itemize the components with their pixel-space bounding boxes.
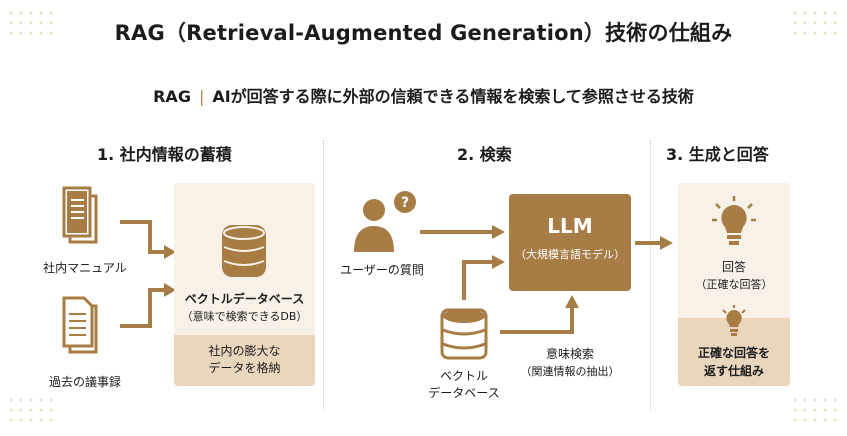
vector-database-icon <box>440 308 488 360</box>
dot-pattern-top-left <box>6 8 56 38</box>
section-heading-generation: 3. 生成と回答 <box>666 145 769 164</box>
llm-box: LLM （大規模言語モデル） <box>509 194 631 291</box>
semantic-search-label-line1: 意味検索 <box>545 347 594 361</box>
doc-label-manual: 社内マニュアル <box>43 261 127 275</box>
semantic-search-label-line2: （関連情報の抽出） <box>520 365 620 378</box>
divider-2 <box>650 140 651 410</box>
lightbulb-small-icon <box>722 305 746 336</box>
divider-1 <box>323 140 324 410</box>
doc-label-minutes: 過去の議事録 <box>48 375 121 389</box>
document-icon-manual <box>62 186 98 244</box>
section-heading-storage: 1. 社内情報の蓄積 <box>97 145 232 164</box>
dot-pattern-bottom-left <box>6 395 56 425</box>
lightbulb-icon <box>712 196 756 245</box>
document-icon-minutes <box>62 296 98 354</box>
db-panel-footer <box>174 335 315 386</box>
svg-text:?: ? <box>401 195 409 211</box>
vector-db-label-line1: ベクトル <box>439 369 488 383</box>
db-subtitle: （意味で検索できるDB） <box>181 310 308 323</box>
answer-label-line1: 回答 <box>721 260 746 274</box>
page-title: RAG（Retrieval-Augmented Generation）技術の仕組… <box>114 21 733 45</box>
answer-label-line2: （正確な回答） <box>695 278 773 291</box>
database-icon <box>222 225 266 277</box>
dot-pattern-bottom-right <box>790 395 840 425</box>
user-question-icon: ? <box>354 191 416 252</box>
subtitle: RAG | AIが回答する際に外部の信頼できる情報を検索して参照させる技術 <box>0 83 847 107</box>
db-footer-line1: 社内の膨大な <box>208 344 281 358</box>
return-label-line1: 正確な回答を <box>697 346 770 360</box>
user-question-label: ユーザーの質問 <box>340 263 424 277</box>
dot-pattern-top-right <box>790 8 840 38</box>
return-label-line2: 返す仕組み <box>703 364 764 378</box>
db-title: ベクトルデータベース <box>184 292 305 306</box>
llm-subtitle: （大規模言語モデル） <box>515 248 625 261</box>
vector-db-label-line2: データベース <box>428 386 500 400</box>
subtitle-definition: AIが回答する際に外部の信頼できる情報を検索して参照させる技術 <box>212 87 694 106</box>
db-footer-line2: データを格納 <box>208 361 281 375</box>
subtitle-separator: | <box>198 87 205 106</box>
llm-title: LLM <box>547 214 593 238</box>
subtitle-term: RAG <box>153 87 191 106</box>
section-heading-search: 2. 検索 <box>457 145 512 164</box>
